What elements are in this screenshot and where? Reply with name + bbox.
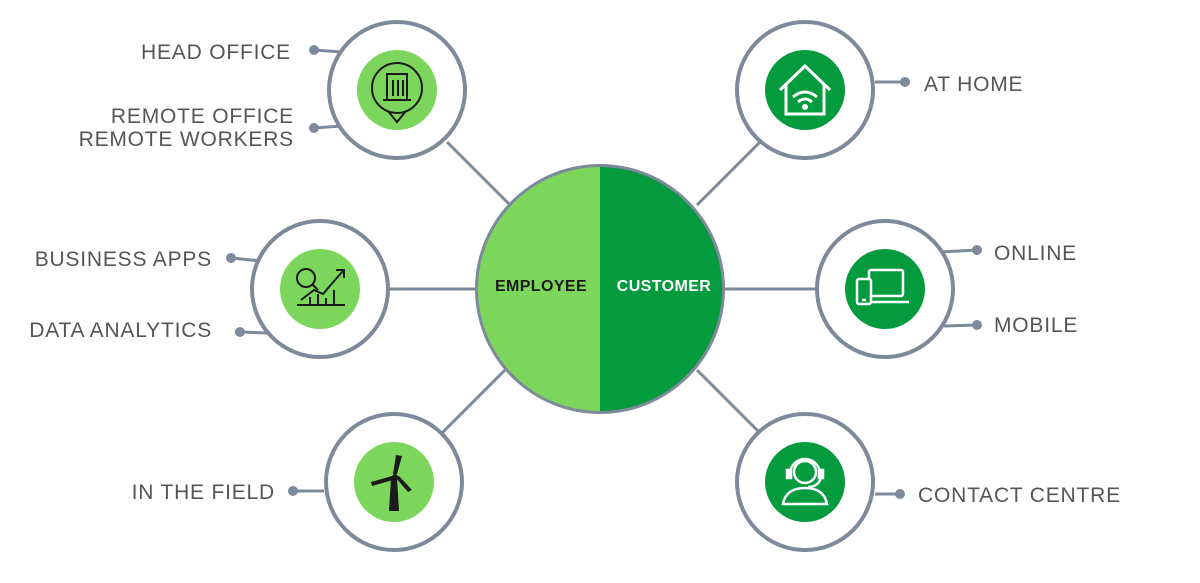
dot-in-the-field <box>288 486 298 496</box>
home-wifi-icon <box>778 63 832 116</box>
analytics-chart-icon <box>296 268 345 306</box>
label-at-home: AT HOME <box>924 73 1023 96</box>
center-hub: EMPLOYEE CUSTOMER <box>475 164 725 414</box>
connector-at-home <box>695 140 762 207</box>
connector-head-office <box>445 140 512 207</box>
leader-online <box>939 248 978 254</box>
label-online: ONLINE <box>994 242 1077 265</box>
label-business-apps: BUSINESS APPS <box>35 248 212 271</box>
connector-in-the-field <box>440 368 507 435</box>
employee-label: EMPLOYEE <box>495 278 587 295</box>
node-business-apps <box>250 219 390 359</box>
devices-icon <box>855 268 909 306</box>
customer-half <box>600 167 722 411</box>
dot-data-analytics <box>235 327 245 337</box>
label-head-office: HEAD OFFICE <box>141 41 291 64</box>
label-remote-office: REMOTE OFFICE <box>111 105 294 128</box>
node-online-mobile <box>815 219 955 359</box>
customer-label: CUSTOMER <box>617 278 712 295</box>
node-at-home <box>735 20 875 160</box>
node-head-office <box>327 20 467 160</box>
node-contact-centre <box>735 412 875 552</box>
headset-agent-icon <box>781 457 829 506</box>
wind-turbine-icon <box>371 455 412 511</box>
leader-mobile <box>943 323 978 328</box>
label-contact-centre: CONTACT CENTRE <box>918 484 1121 507</box>
employee-half <box>478 167 600 411</box>
dot-contact-centre <box>895 489 905 499</box>
connector-contact-centre <box>695 368 762 435</box>
dot-online <box>972 245 982 255</box>
connector-lines <box>230 48 978 496</box>
label-mobile: MOBILE <box>994 314 1078 337</box>
leader-dots <box>226 45 982 499</box>
dot-remote-office <box>309 123 319 133</box>
label-in-the-field: IN THE FIELD <box>132 481 275 504</box>
label-data-analytics: DATA ANALYTICS <box>29 319 212 342</box>
dot-at-home <box>900 77 910 87</box>
office-building-pin-icon <box>371 62 423 124</box>
dot-head-office <box>309 45 319 55</box>
node-in-the-field <box>324 412 464 552</box>
dot-business-apps <box>226 253 236 263</box>
node-labels: HEAD OFFICE REMOTE OFFICE REMOTE WORKERS… <box>29 41 1121 507</box>
label-remote-workers: REMOTE WORKERS <box>79 128 294 151</box>
dot-mobile <box>972 320 982 330</box>
